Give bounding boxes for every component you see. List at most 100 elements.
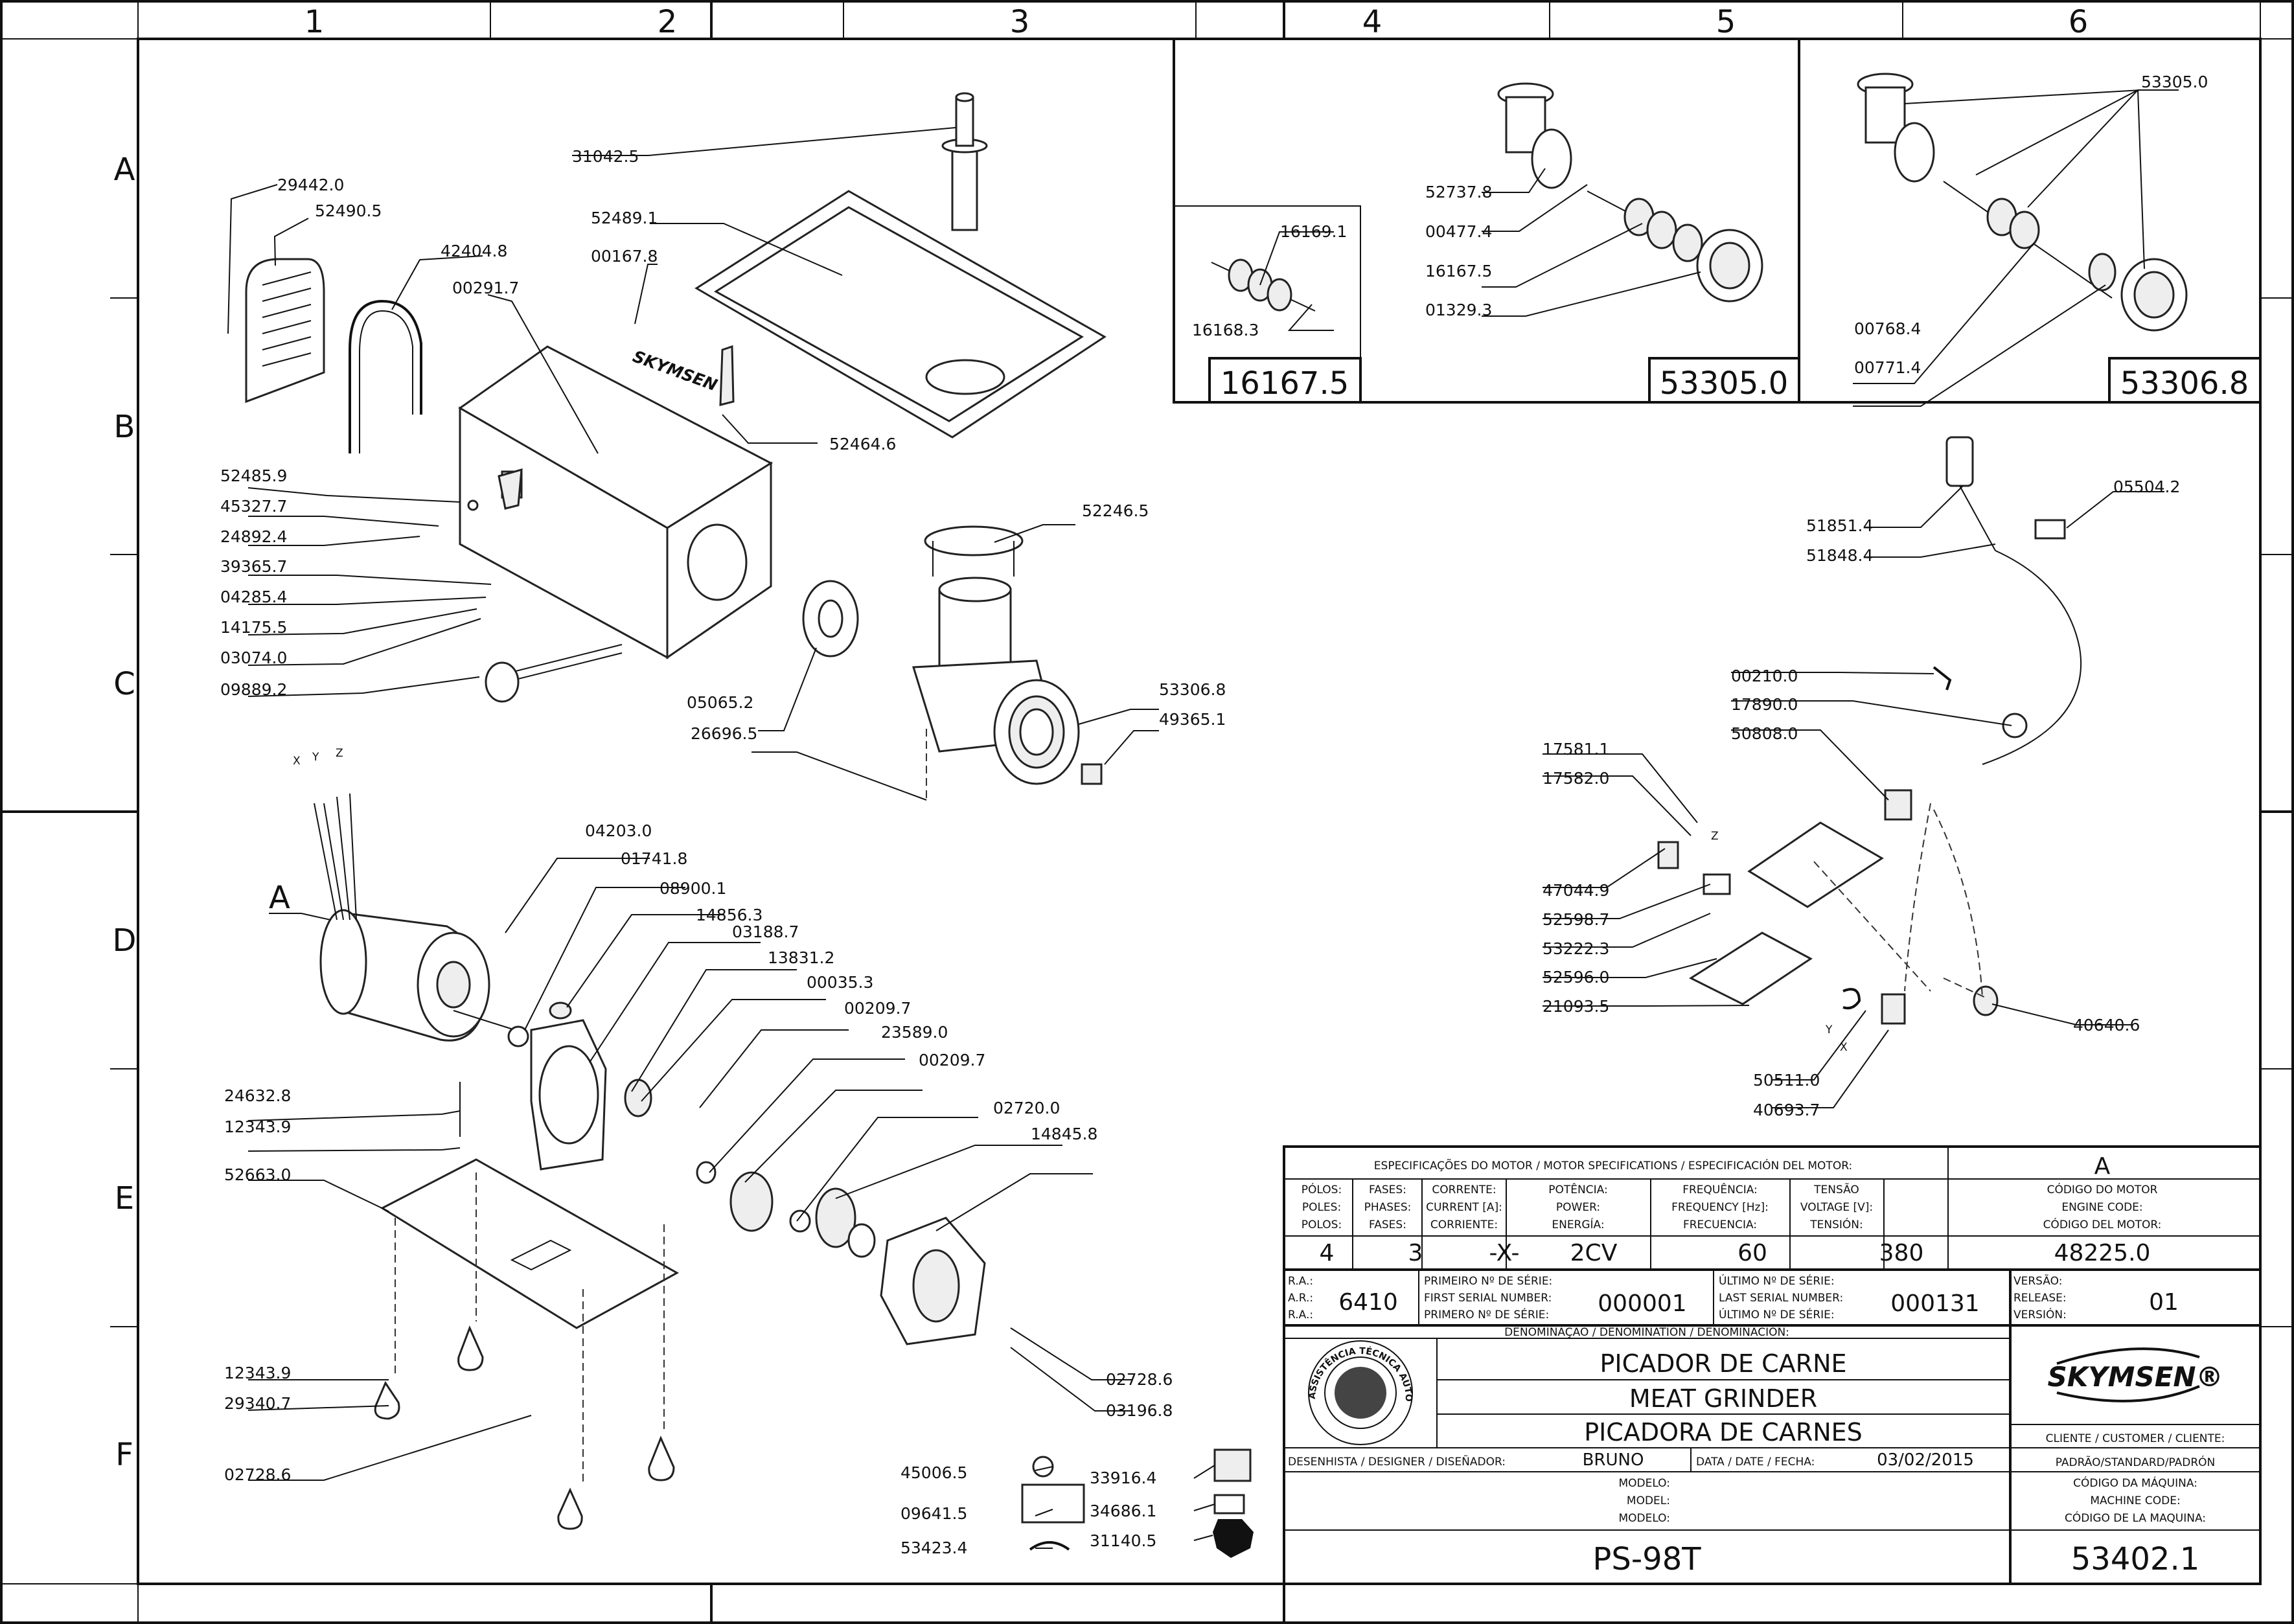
poles-label: PÓLOS: [1302, 1182, 1342, 1196]
part-label: 09641.5 [900, 1504, 967, 1523]
poles-label: POLES: [1302, 1201, 1341, 1214]
part-label: 14856.3 [696, 906, 763, 924]
cap-part [549, 1001, 572, 1020]
customer-value: PADRÃO/STANDARD/PADRÓN [2056, 1455, 2216, 1469]
frequency-label: FRECUENCIA: [1683, 1218, 1757, 1231]
part-label: 00771.4 [1854, 358, 1921, 377]
part-label: 29340.7 [224, 1394, 291, 1413]
frequency-label: FREQUÊNCIA: [1682, 1182, 1758, 1196]
current-value: -X- [1489, 1240, 1519, 1266]
wiring-letter-y: Y [1825, 1024, 1833, 1036]
part-label: 09889.2 [220, 680, 287, 699]
part-label: 05504.2 [2113, 477, 2180, 496]
model-label: MODELO: [1618, 1477, 1670, 1490]
part-label: 52596.0 [1543, 968, 1609, 987]
part-label: 17582.0 [1543, 769, 1609, 788]
screw-subassembly [1211, 258, 1316, 312]
part-label: 00768.4 [1854, 319, 1921, 338]
part-label: 52489.1 [591, 209, 658, 227]
last-serial-label: LAST SERIAL NUMBER: [1719, 1292, 1843, 1305]
leader-lines [227, 89, 2179, 1549]
grid-col-6: 6 [2069, 4, 2089, 40]
grid-row-a: A [114, 152, 135, 188]
part-label: 52246.5 [1082, 501, 1149, 520]
part-label: 02720.0 [993, 1099, 1060, 1117]
switch-part [719, 345, 735, 406]
part-label: 52485.9 [220, 466, 287, 485]
voltage-label: TENSIÓN: [1809, 1217, 1863, 1231]
version-label: VERSÃO: [2013, 1274, 2062, 1288]
part-label: 00167.8 [591, 247, 658, 266]
power-value: 2CV [1570, 1240, 1618, 1266]
pusher-part [941, 92, 988, 231]
grid-col-5: 5 [1716, 4, 1736, 40]
denomination-label: DENOMINAÇÃO / DENOMINATION / DENOMINACIÓ… [1504, 1325, 1789, 1339]
grid-row-e: E [115, 1180, 134, 1217]
grid-row-b: B [114, 409, 135, 445]
part-label: 40640.6 [2073, 1016, 2140, 1035]
part-label: 14845.8 [1031, 1125, 1097, 1143]
part-label: 45327.7 [220, 497, 287, 516]
front-casing-part [880, 1217, 986, 1345]
gear-parts [624, 1079, 876, 1258]
housing-part [458, 345, 774, 659]
part-label: 23589.0 [881, 1023, 948, 1042]
phases-label: PHASES: [1364, 1201, 1412, 1214]
ra-value: 6410 [1338, 1289, 1398, 1316]
part-label: 02728.6 [1106, 1370, 1173, 1389]
part-label: 04285.4 [220, 588, 287, 606]
first-serial-label: PRIMEIRO Nº DE SÉRIE: [1424, 1274, 1552, 1288]
tray-part [694, 190, 1107, 439]
part-label: 01329.3 [1425, 301, 1492, 319]
engine-code-label: CÓDIGO DO MOTOR [2047, 1182, 2158, 1196]
product-name-es: PICADORA DE CARNES [1584, 1418, 1863, 1447]
part-label: 53306.8 [1159, 680, 1226, 699]
part-label: 24632.8 [224, 1086, 291, 1105]
part-label: 00477.4 [1425, 222, 1492, 241]
part-label: 02728.6 [224, 1465, 291, 1484]
designer-label: DESENHISTA / DESIGNER / DISEÑADOR: [1288, 1454, 1506, 1469]
part-label: 53305.0 [2141, 73, 2208, 91]
vent-cover-part [245, 258, 325, 404]
part-label: 26696.5 [691, 724, 757, 743]
phases-value: 3 [1408, 1240, 1423, 1266]
seal-part [507, 1025, 529, 1047]
part-label: 17890.0 [1731, 695, 1798, 714]
part-label: 00291.7 [452, 279, 519, 297]
phases-label: FASES: [1369, 1218, 1406, 1231]
wire-letter-y: Y [312, 751, 319, 764]
nut-part [485, 661, 520, 703]
frequency-value: 60 [1738, 1240, 1767, 1266]
ra-label: R.A.: [1288, 1275, 1313, 1288]
wire-letter-x: X [293, 755, 301, 768]
voltage-label: VOLTAGE [V]: [1800, 1201, 1873, 1214]
date-value: 03/02/2015 [1877, 1450, 1974, 1470]
part-label: 16167.5 [1425, 262, 1492, 280]
first-serial-label: PRIMERO Nº DE SÉRIE: [1424, 1307, 1549, 1321]
part-label: 52490.5 [315, 201, 382, 220]
wiring-letter-x: X [1840, 1041, 1848, 1054]
voltage-value: 380 [1879, 1240, 1924, 1266]
grid-row-f: F [115, 1437, 133, 1473]
part-label: 17581.1 [1543, 740, 1609, 759]
handle-part [349, 299, 422, 453]
poles-value: 4 [1320, 1240, 1335, 1266]
part-label: 03188.7 [732, 922, 799, 941]
grid-col-4: 4 [1362, 4, 1382, 40]
current-label: CURRENT [A]: [1426, 1201, 1502, 1214]
voltage-label: TENSÃO [1813, 1182, 1859, 1196]
part-label: 52663.0 [224, 1165, 291, 1184]
date-label: DATA / DATE / FECHA: [1696, 1456, 1815, 1469]
small-label-part [1213, 1494, 1245, 1515]
last-serial-value: 000131 [1890, 1290, 1979, 1317]
motor-callout-a: A [269, 880, 290, 916]
part-label: 52737.8 [1425, 183, 1492, 201]
designer-value: BRUNO [1583, 1450, 1644, 1470]
subassembly-panel [1173, 38, 2262, 404]
gearbox-part [530, 1019, 607, 1171]
part-label: 39365.7 [220, 557, 287, 576]
wiring-letter-z: Z [1711, 830, 1719, 843]
motor-spec-header: ESPECIFICAÇÕES DO MOTOR / MOTOR SPECIFIC… [1374, 1158, 1852, 1172]
part-label: 42404.8 [441, 242, 507, 260]
part-label: 12343.9 [224, 1364, 291, 1382]
